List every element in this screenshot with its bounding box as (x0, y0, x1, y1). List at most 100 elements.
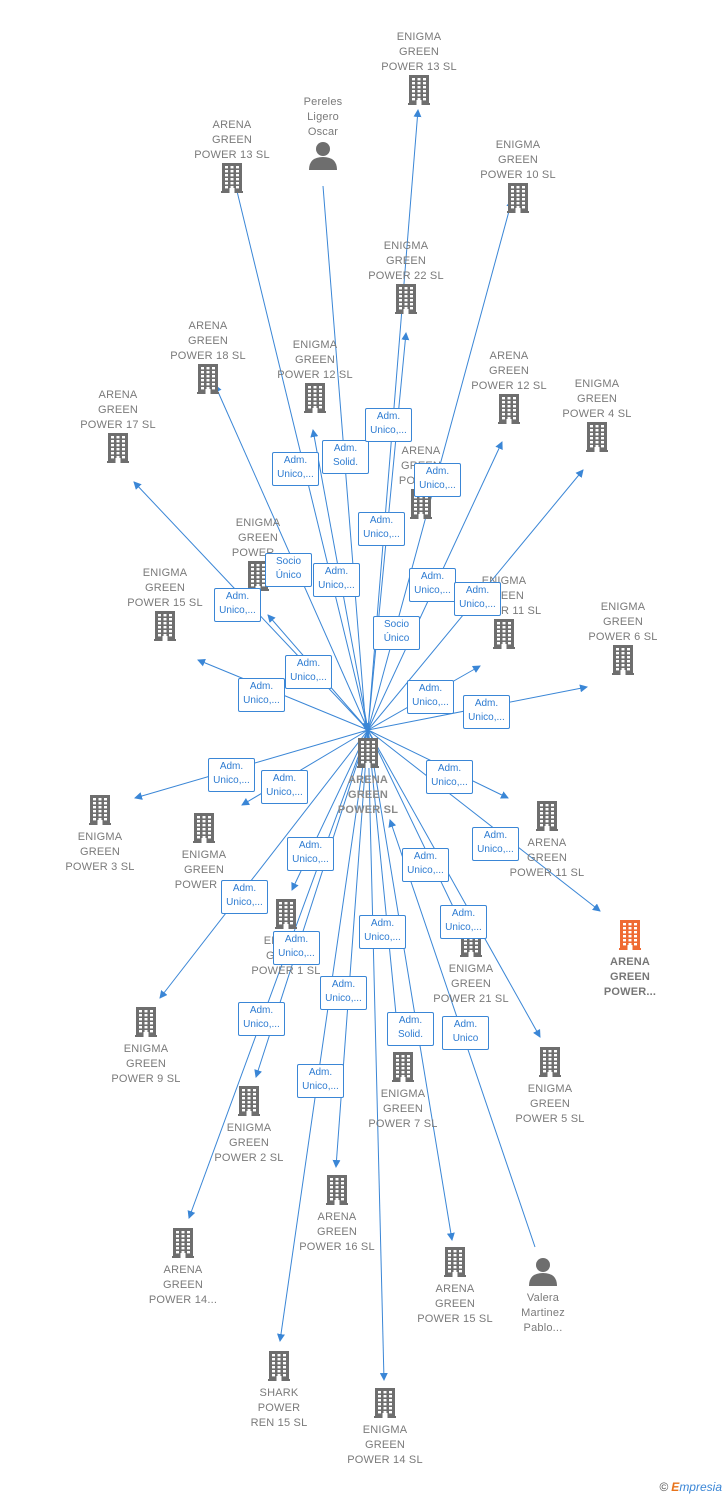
building-icon (177, 163, 287, 198)
edge-role-label[interactable]: Adm. Solid. (387, 1012, 434, 1046)
company-node-n10[interactable]: ARENA GREEN POWER 17 SL (63, 388, 173, 468)
node-label: ENIGMA GREEN POWER... (231, 517, 285, 559)
building-icon (492, 801, 602, 836)
edge-n_center-n28 (367, 729, 455, 1241)
brand-footer[interactable]: ©Empresia (659, 1480, 722, 1494)
node-label: ENIGMA GREEN POWER 9 SL (111, 1043, 181, 1085)
edge-role-label[interactable]: Adm. Unico,... (313, 563, 360, 597)
building-icon (542, 422, 652, 457)
company-node-n6[interactable]: ARENA GREEN POWER 18 SL (153, 319, 263, 399)
person-icon (488, 1256, 598, 1291)
node-label: ENIGMA GREEN POWER 15 SL (127, 567, 203, 609)
edge-role-label[interactable]: Adm. Unico,... (261, 770, 308, 804)
edge-n_center-n23 (367, 729, 403, 1046)
edge-role-label[interactable]: Adm. Unico,... (365, 408, 412, 442)
company-node-n23[interactable]: ENIGMA GREEN POWER 7 SL (348, 1052, 458, 1132)
company-node-n5[interactable]: ENIGMA GREEN POWER 22 SL (351, 239, 461, 319)
edge-role-label[interactable]: Adm. Unico,... (402, 848, 449, 882)
company-node-n27[interactable]: ARENA GREEN POWER 14... (128, 1228, 238, 1308)
edge-role-label[interactable]: Adm. Unico,... (273, 931, 320, 965)
node-label: ENIGMA GREEN POWER 3 SL (65, 831, 135, 873)
company-node-n25[interactable]: ENIGMA GREEN POWER 2 SL (194, 1086, 304, 1166)
company-node-n21[interactable]: ENIGMA GREEN POWER 21 SL (416, 927, 526, 1007)
building-icon (400, 1247, 510, 1282)
company-node-n30[interactable]: SHARK POWER REN 15 SL (224, 1351, 334, 1431)
company-node-n24[interactable]: ENIGMA GREEN POWER 5 SL (495, 1047, 605, 1127)
building-icon (91, 1007, 201, 1042)
edge-n_center-n27 (187, 729, 369, 1219)
company-node-n3[interactable]: ARENA GREEN POWER 13 SL (177, 118, 287, 198)
node-label: ARENA GREEN POWER 17 SL (80, 389, 156, 431)
company-node-n16[interactable]: ENIGMA GREEN POWER 3 SL (45, 795, 155, 875)
edge-role-label[interactable]: Adm. Unico,... (238, 678, 285, 712)
person-node-n2[interactable]: Pereles Ligero Oscar (268, 95, 378, 175)
node-label: ENIGMA GREEN POWER 22 SL (368, 240, 444, 282)
copyright-symbol: © (659, 1480, 669, 1494)
company-node-n28[interactable]: ARENA GREEN POWER 15 SL (400, 1247, 510, 1327)
building-icon (153, 364, 263, 399)
company-node-n26[interactable]: ARENA GREEN POWER 16 SL (282, 1175, 392, 1255)
edge-role-label[interactable]: Adm. Unico,... (297, 1064, 344, 1098)
edge-role-label[interactable]: Adm. Unico,... (454, 582, 501, 616)
edge-role-label[interactable]: Adm. Unico,... (463, 695, 510, 729)
edge-n_center-n31 (367, 729, 388, 1381)
edge-role-label[interactable]: Socio Único (265, 553, 312, 587)
edge-role-label[interactable]: Adm. Unico,... (407, 680, 454, 714)
node-label: SHARK POWER REN 15 SL (250, 1387, 308, 1429)
company-node-n19[interactable]: ARENA GREEN POWER... (575, 920, 685, 1000)
node-label: ENIGMA GREEN POWER 13 SL (381, 31, 457, 73)
brand-name-rest: mpresia (679, 1480, 722, 1494)
edge-role-label[interactable]: Adm. Unico,... (287, 837, 334, 871)
edge-role-label[interactable]: Adm. Unico,... (414, 463, 461, 497)
edge-n_center-n19 (367, 729, 601, 912)
company-node-n4[interactable]: ENIGMA GREEN POWER 10 SL (463, 138, 573, 218)
company-node-n31[interactable]: ENIGMA GREEN POWER 14 SL (330, 1388, 440, 1468)
company-node-n13[interactable]: ENIGMA GREEN POWER 15 SL (110, 566, 220, 646)
person-node-n29[interactable]: Valera Martinez Pablo... (488, 1256, 598, 1336)
edge-role-label[interactable]: Adm. Unico,... (472, 827, 519, 861)
edge-role-label[interactable]: Adm. Unico,... (221, 880, 268, 914)
building-icon (224, 1351, 334, 1386)
edge-role-label[interactable]: Adm. Unico,... (214, 588, 261, 622)
edge-role-label[interactable]: Adm. Unico,... (238, 1002, 285, 1036)
edge-n_center-n22 (159, 729, 369, 999)
building-icon (45, 795, 155, 830)
company-node-n22[interactable]: ENIGMA GREEN POWER 9 SL (91, 1007, 201, 1087)
edge-role-label[interactable]: Adm. Unico,... (272, 452, 319, 486)
company-node-n9[interactable]: ENIGMA GREEN POWER 4 SL (542, 377, 652, 457)
company-node-n1[interactable]: ENIGMA GREEN POWER 13 SL (364, 30, 474, 110)
edge-role-label[interactable]: Adm. Unico,... (285, 655, 332, 689)
edge-role-label[interactable]: Adm. Unico,... (359, 915, 406, 949)
node-label: ENIGMA GREEN POWER 4 SL (562, 378, 632, 420)
company-node-n7[interactable]: ENIGMA GREEN POWER 12 SL (260, 338, 370, 418)
node-label: ENIGMA GREEN POWER 6 SL (588, 601, 658, 643)
building-icon (110, 611, 220, 646)
edge-role-label[interactable]: Adm. Unico,... (426, 760, 473, 794)
node-label: ENIGMA GREEN POWER 12 SL (277, 339, 353, 381)
company-node-n12[interactable]: ENIGMA GREEN POWER... (203, 516, 313, 596)
edge-role-label[interactable]: Adm. Unico,... (320, 976, 367, 1010)
company-node-n15[interactable]: ENIGMA GREEN POWER 6 SL (568, 600, 678, 680)
edge-n_center-n21 (367, 729, 459, 918)
company-node-n18[interactable]: ARENA GREEN POWER 11 SL (492, 801, 602, 881)
edge-role-label[interactable]: Socio Único (373, 616, 420, 650)
edge-role-label[interactable]: Adm. Unico,... (358, 512, 405, 546)
edge-role-label[interactable]: Adm. Unico,... (440, 905, 487, 939)
node-label: ARENA GREEN POWER 12 SL (471, 350, 547, 392)
company-node-n_center[interactable]: ARENA GREEN POWER SL (313, 738, 423, 818)
node-label: ENIGMA GREEN POWER 10 SL (480, 139, 556, 181)
company-node-n8[interactable]: ARENA GREEN POWER 12 SL (454, 349, 564, 429)
edge-role-label[interactable]: Adm. Unico (442, 1016, 489, 1050)
building-icon (575, 920, 685, 955)
node-label: ARENA GREEN POWER 11 SL (509, 837, 585, 879)
node-label: ARENA GREEN POWER... (603, 956, 657, 998)
building-icon (495, 1047, 605, 1082)
edge-n_center-n30 (277, 729, 369, 1342)
node-label: ENIGMA GREEN POWER 14 SL (347, 1424, 423, 1466)
edge-role-label[interactable]: Adm. Unico,... (409, 568, 456, 602)
building-icon (364, 75, 474, 110)
node-label: ARENA GREEN POWER 14... (148, 1264, 218, 1306)
edge-role-label[interactable]: Adm. Solid. (322, 440, 369, 474)
edge-role-label[interactable]: Adm. Unico,... (208, 758, 255, 792)
building-icon (313, 738, 423, 773)
